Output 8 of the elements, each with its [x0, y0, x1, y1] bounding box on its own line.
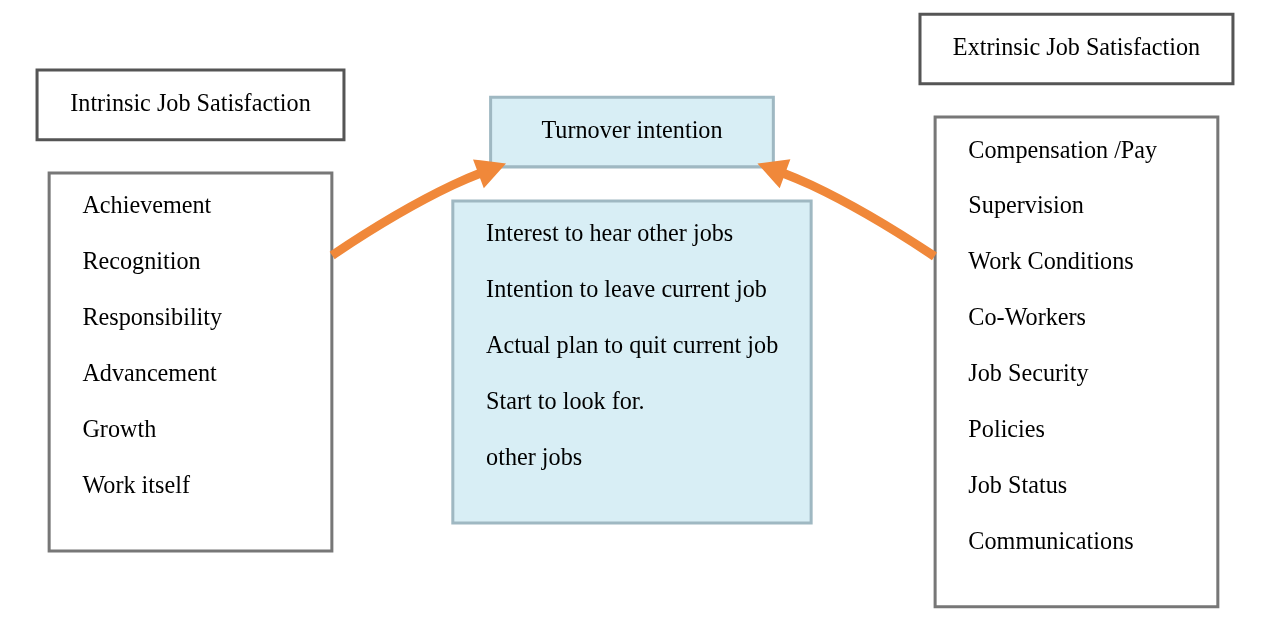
node-box: Compensation /Pay Supervision Work Conditions Co-Workers Job Security Policies Job Status Communications — [933, 115, 1219, 609]
node-box: Achievement Recognition Responsibility Advancement Growth Work itself — [47, 171, 333, 553]
arrow — [329, 159, 506, 260]
node-box: Intrinsic Job Satisfaction — [35, 68, 345, 142]
node-box: Extrinsic Job Satisfaction — [918, 12, 1234, 86]
node-box: Interest to hear other jobs Intention to leave current job Actual plan to quit current job Start to look for. other jobs — [450, 199, 813, 525]
node-box: Turnover intention — [488, 95, 775, 169]
arrow — [756, 159, 937, 261]
